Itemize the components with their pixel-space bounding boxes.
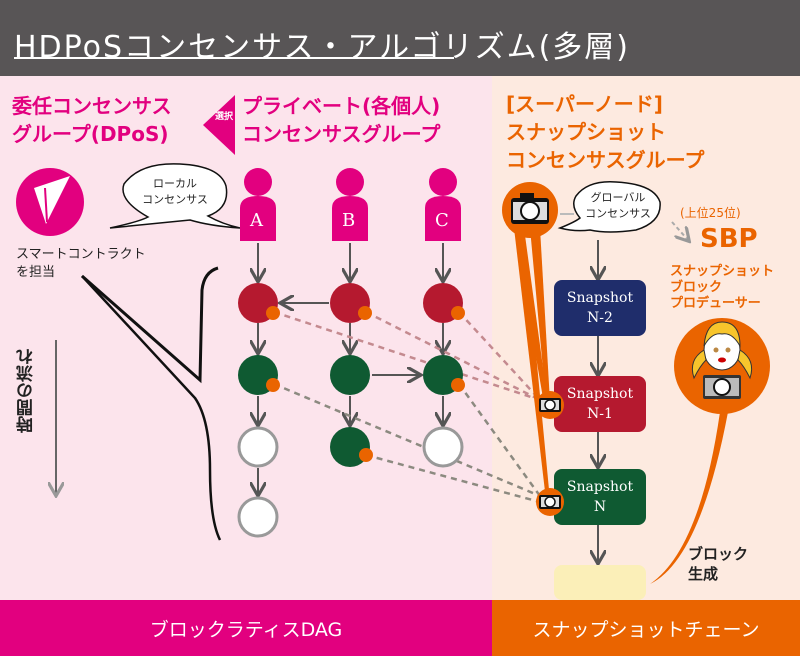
- supernode-heading: [スーパーノード] スナップショット コンセンサスグループ: [506, 90, 704, 174]
- link-a1-to-n1: [273, 310, 541, 402]
- snapshot-n1-title: Snapshot: [566, 386, 634, 402]
- account-person-a-icon: [240, 168, 276, 241]
- snapshot-n1: [554, 376, 646, 432]
- dpos-heading-line2: グループ(DPoS): [12, 122, 169, 146]
- supernode-heading-line3: コンセンサスグループ: [506, 148, 705, 172]
- block-a2: [238, 355, 280, 395]
- snapshot-n: [554, 469, 646, 525]
- snapshot-n-label: Snapshot N: [554, 477, 646, 517]
- select-arrow-icon: [203, 95, 235, 155]
- select-label: 選択: [214, 112, 233, 122]
- supernode-heading-line1: [スーパーノード]: [506, 92, 663, 116]
- supernode-camera-icon: [502, 182, 558, 238]
- global-consensus-line1: グローバル: [590, 191, 646, 204]
- block-generation-label: ブロック 生成: [688, 544, 748, 584]
- vite-logo-icon: [16, 168, 84, 236]
- title-underline: [14, 57, 454, 59]
- account-c-label: C: [435, 210, 449, 231]
- account-a-label: A: [250, 210, 263, 231]
- sbp-label: SBP: [700, 224, 758, 254]
- snapshot-n-title: Snapshot: [566, 479, 634, 495]
- private-heading-line2: コンセンサスグループ: [242, 122, 441, 146]
- private-heading-line1: プライベート(各個人): [242, 94, 441, 118]
- sbp-desc-line1: スナップショット: [670, 264, 775, 279]
- block-a3: [237, 426, 279, 468]
- bubble-to-sbp-arrow: [671, 221, 688, 240]
- link-c2-to-n: [457, 383, 542, 497]
- global-consensus-bubble: [557, 181, 661, 233]
- time-flow-label: 時間の流れ: [17, 348, 37, 433]
- block-b3: [330, 427, 373, 467]
- snapshot-n2-label: Snapshot N-2: [554, 288, 646, 328]
- smart-contract-text: スマートコントラクト を担当: [16, 246, 146, 282]
- block-c1: [423, 283, 465, 323]
- local-consensus-text: ローカル コンセンサス: [130, 176, 220, 208]
- dpos-heading-line1: 委任コンセンサス: [12, 94, 172, 118]
- camera-badge-n-icon: [536, 488, 564, 516]
- private-heading: プライベート(各個人) コンセンサスグループ: [242, 92, 440, 148]
- local-consensus-line2: コンセンサス: [142, 193, 208, 206]
- sbp-description: スナップショット ブロック プロデューサー: [670, 264, 774, 312]
- sbp-desc-line2: ブロック: [670, 280, 723, 295]
- snapshot-n-sub: N: [593, 499, 607, 515]
- sbp-connector-lines: [514, 228, 728, 584]
- header-bar: HDPoSコンセンサス・アルゴリズム(多層): [0, 0, 800, 76]
- camera-badge-n1-icon: [536, 391, 564, 419]
- snapshot-chain-footer: スナップショットチェーン: [492, 600, 800, 656]
- supernode-heading-line2: スナップショット: [506, 120, 666, 144]
- link-a2-to-n: [273, 382, 541, 498]
- block-a1: [238, 283, 280, 323]
- dpos-heading: 委任コンセンサス グループ(DPoS): [12, 92, 172, 148]
- block-lattice-label: ブロックラティスDAG: [149, 618, 343, 641]
- account-person-c-icon: [425, 168, 461, 241]
- block-b2: [330, 355, 370, 395]
- pending-snapshot-block: [554, 565, 646, 600]
- link-b3-to-n: [365, 453, 541, 504]
- link-c1-to-n1: [458, 311, 541, 401]
- block-a4: [237, 496, 279, 538]
- block-gen-line2: 生成: [688, 565, 719, 583]
- snapshot-n2: [554, 280, 646, 336]
- snapshot-n1-label: Snapshot N-1: [554, 384, 646, 424]
- snapshot-chain-label: スナップショットチェーン: [532, 618, 760, 641]
- block-lattice-footer: ブロックラティスDAG: [0, 600, 492, 656]
- local-consensus-line1: ローカル: [153, 177, 197, 190]
- page-title: HDPoSコンセンサス・アルゴリズム(多層): [14, 30, 630, 65]
- snapshot-n2-sub: N-2: [587, 310, 613, 326]
- local-consensus-bubble: [109, 163, 241, 229]
- account-b-label: B: [342, 210, 356, 231]
- snapshot-n2-title: Snapshot: [566, 290, 634, 306]
- block-c3: [422, 426, 464, 468]
- account-person-b-icon: [332, 168, 368, 241]
- block-b1: [330, 283, 372, 323]
- snapshot-n1-sub: N-1: [587, 406, 613, 422]
- smart-contract-pointer: [81, 266, 222, 541]
- block-gen-line1: ブロック: [688, 545, 749, 563]
- sbp-desc-line3: プロデューサー: [670, 296, 761, 311]
- global-consensus-text: グローバル コンセンサス: [578, 190, 658, 222]
- sbp-character-icon: [674, 318, 770, 414]
- global-consensus-line2: コンセンサス: [585, 207, 651, 220]
- smart-contract-line2: を担当: [16, 265, 56, 280]
- rank-label: (上位25位): [680, 206, 741, 220]
- block-c2: [423, 355, 465, 395]
- smart-contract-line1: スマートコントラクト: [16, 247, 146, 262]
